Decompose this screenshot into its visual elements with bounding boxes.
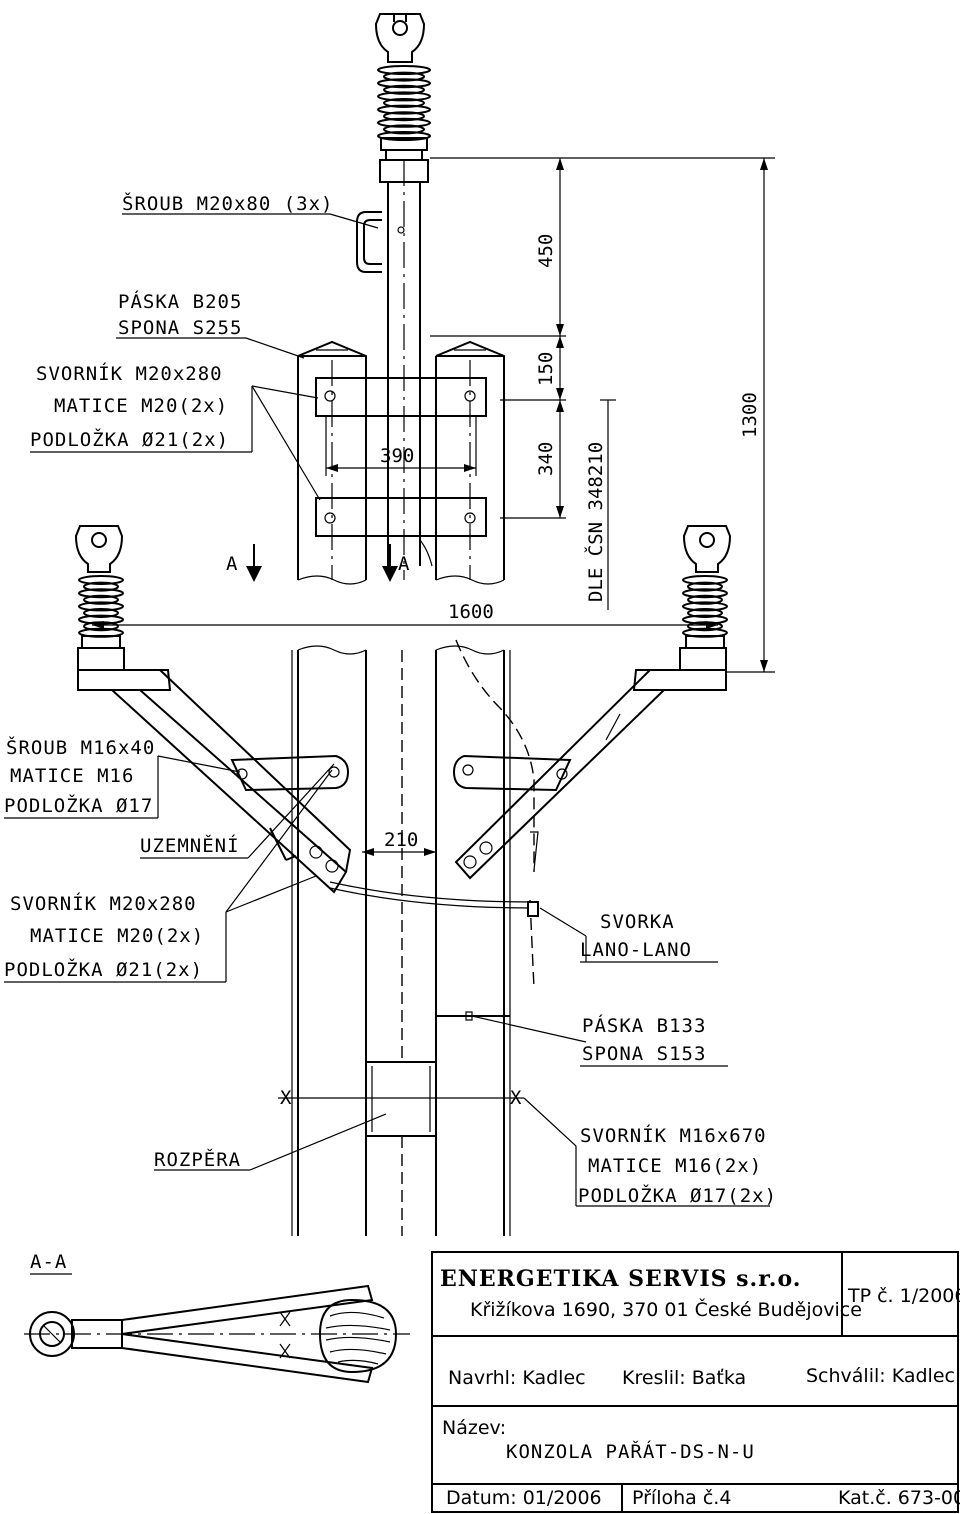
dim-1300: 1300: [739, 392, 761, 438]
insulator-shed: [83, 594, 119, 605]
label-paska-low-1: PÁSKA B133: [582, 1014, 706, 1037]
insulator-shed: [383, 71, 425, 82]
label-svornik-mid-1: SVORNÍK M20x280: [10, 892, 197, 915]
label-uzemneni: UZEMNĚNÍ: [140, 834, 240, 857]
insulator-shed: [687, 581, 723, 592]
label-svornik-low-3: PODLOŽKA Ø17(2x): [578, 1184, 777, 1207]
insulator-shed: [377, 91, 431, 102]
left-arm: [77, 669, 352, 894]
dimension-lines: [92, 157, 775, 856]
tb-date: Datum: 01/2006: [446, 1487, 602, 1509]
insulator-shed: [383, 98, 425, 108]
label-paska-top-1: PÁSKA B205: [118, 290, 242, 313]
insulator-shed: [78, 588, 124, 599]
insulator-shed: [83, 608, 119, 618]
tb-address: Křižíkova 1690, 370 01 České Budějovice: [470, 1297, 862, 1321]
dim-390: 390: [380, 445, 414, 467]
top-clamps: [315, 377, 487, 567]
section-arrows: [246, 544, 398, 582]
label-cut-left: X: [280, 1087, 292, 1109]
insulator-shed: [377, 117, 431, 128]
label-svorka-1: SVORKA: [600, 911, 675, 933]
part-labels: ŠROUB M20x80 (3x) PÁSKA B205 SPONA S255 …: [4, 191, 777, 1207]
tb-company: ENERGETIKA SERVIS s.r.o.: [440, 1266, 801, 1292]
insulator-shed: [83, 581, 119, 592]
dim-1600: 1600: [448, 601, 494, 623]
right-arm: [452, 669, 727, 880]
tb-doc-no: TP č. 1/2006: [847, 1285, 960, 1307]
insulator-shed: [78, 601, 124, 612]
label-cut-right: X: [510, 1087, 522, 1109]
insulator-shed: [687, 608, 723, 618]
insulator-shed: [377, 78, 431, 89]
label-rozpera: ROZPĚRA: [154, 1148, 241, 1171]
dim-210: 210: [384, 829, 418, 851]
leader-lines: [4, 213, 770, 1207]
tb-drawn: Kreslil: Baťka: [622, 1367, 746, 1389]
label-paska-top-2: SPONA S255: [118, 317, 242, 339]
tb-approved: Schválil: Kadlec: [806, 1365, 955, 1387]
insulator-shed: [78, 614, 124, 625]
label-section-left: A: [226, 553, 238, 575]
label-svornik-top-3: PODLOŽKA Ø21(2x): [30, 428, 229, 451]
insulator-shed: [682, 588, 728, 599]
dimension-texts: 450 150 340 1300 DLE ČSN 348210 390 1600…: [380, 234, 761, 851]
label-srub-mid-1: ŠROUB M16x40: [6, 735, 155, 759]
title-block: ENERGETIKA SERVIS s.r.o. Křižíkova 1690,…: [431, 1251, 960, 1513]
tb-designed: Navrhl: Kadlec: [448, 1367, 586, 1389]
grounding-wire: [329, 639, 539, 989]
insulator-shed: [383, 111, 425, 122]
dim-450: 450: [535, 234, 557, 268]
insulator-shed: [687, 621, 723, 632]
label-section-right: A: [398, 553, 410, 575]
insulator-shed: [682, 601, 728, 612]
section-a-a: A-A: [24, 1251, 410, 1384]
top-pin-shaft: [356, 160, 421, 580]
label-svornik-top-2: MATICE M20(2x): [54, 395, 228, 417]
right-insulator: [679, 525, 732, 671]
dim-340: 340: [535, 442, 557, 476]
label-svornik-mid-2: MATICE M20(2x): [30, 925, 204, 947]
dim-150: 150: [535, 352, 557, 386]
insulator-shed: [383, 84, 425, 95]
tb-annex: Příloha č.4: [632, 1487, 731, 1509]
insulator-shed: [377, 65, 431, 75]
label-srub-mid-3: PODLOŽKA Ø17: [4, 794, 153, 817]
label-svornik-low-2: MATICE M16(2x): [588, 1155, 762, 1177]
insulator-shed: [383, 124, 425, 135]
section-title: A-A: [30, 1251, 67, 1273]
lower-poles: [278, 645, 524, 1236]
label-srub-mid-2: MATICE M16: [10, 765, 134, 787]
label-paska-low-2: SPONA S153: [582, 1043, 706, 1065]
left-insulator: [74, 525, 125, 671]
dim-standard: DLE ČSN 348210: [583, 442, 607, 602]
label-svorka-2: LANO-LANO: [580, 939, 692, 961]
label-svornik-top-1: SVORNÍK M20x280: [36, 362, 223, 385]
tb-name: KONZOLA PAŘÁT-DS-N-U: [506, 1440, 755, 1463]
insulator-shed: [682, 575, 728, 585]
label-srub-top: ŠROUB M20x80 (3x): [122, 191, 333, 215]
insulator-shed: [78, 575, 124, 585]
insulator-shed: [377, 131, 431, 141]
label-svornik-low-1: SVORNÍK M16x670: [580, 1124, 767, 1147]
insulator-shed: [377, 104, 431, 115]
label-svornik-mid-3: PODLOŽKA Ø21(2x): [4, 958, 203, 981]
insulator-shed: [687, 594, 723, 605]
tb-name-label: Název:: [442, 1417, 506, 1439]
insulator-shed: [83, 621, 119, 632]
tb-catalog: Kat.č. 673-00: [838, 1487, 960, 1509]
top-insulator: [374, 13, 431, 183]
insulator-shed: [682, 614, 728, 625]
